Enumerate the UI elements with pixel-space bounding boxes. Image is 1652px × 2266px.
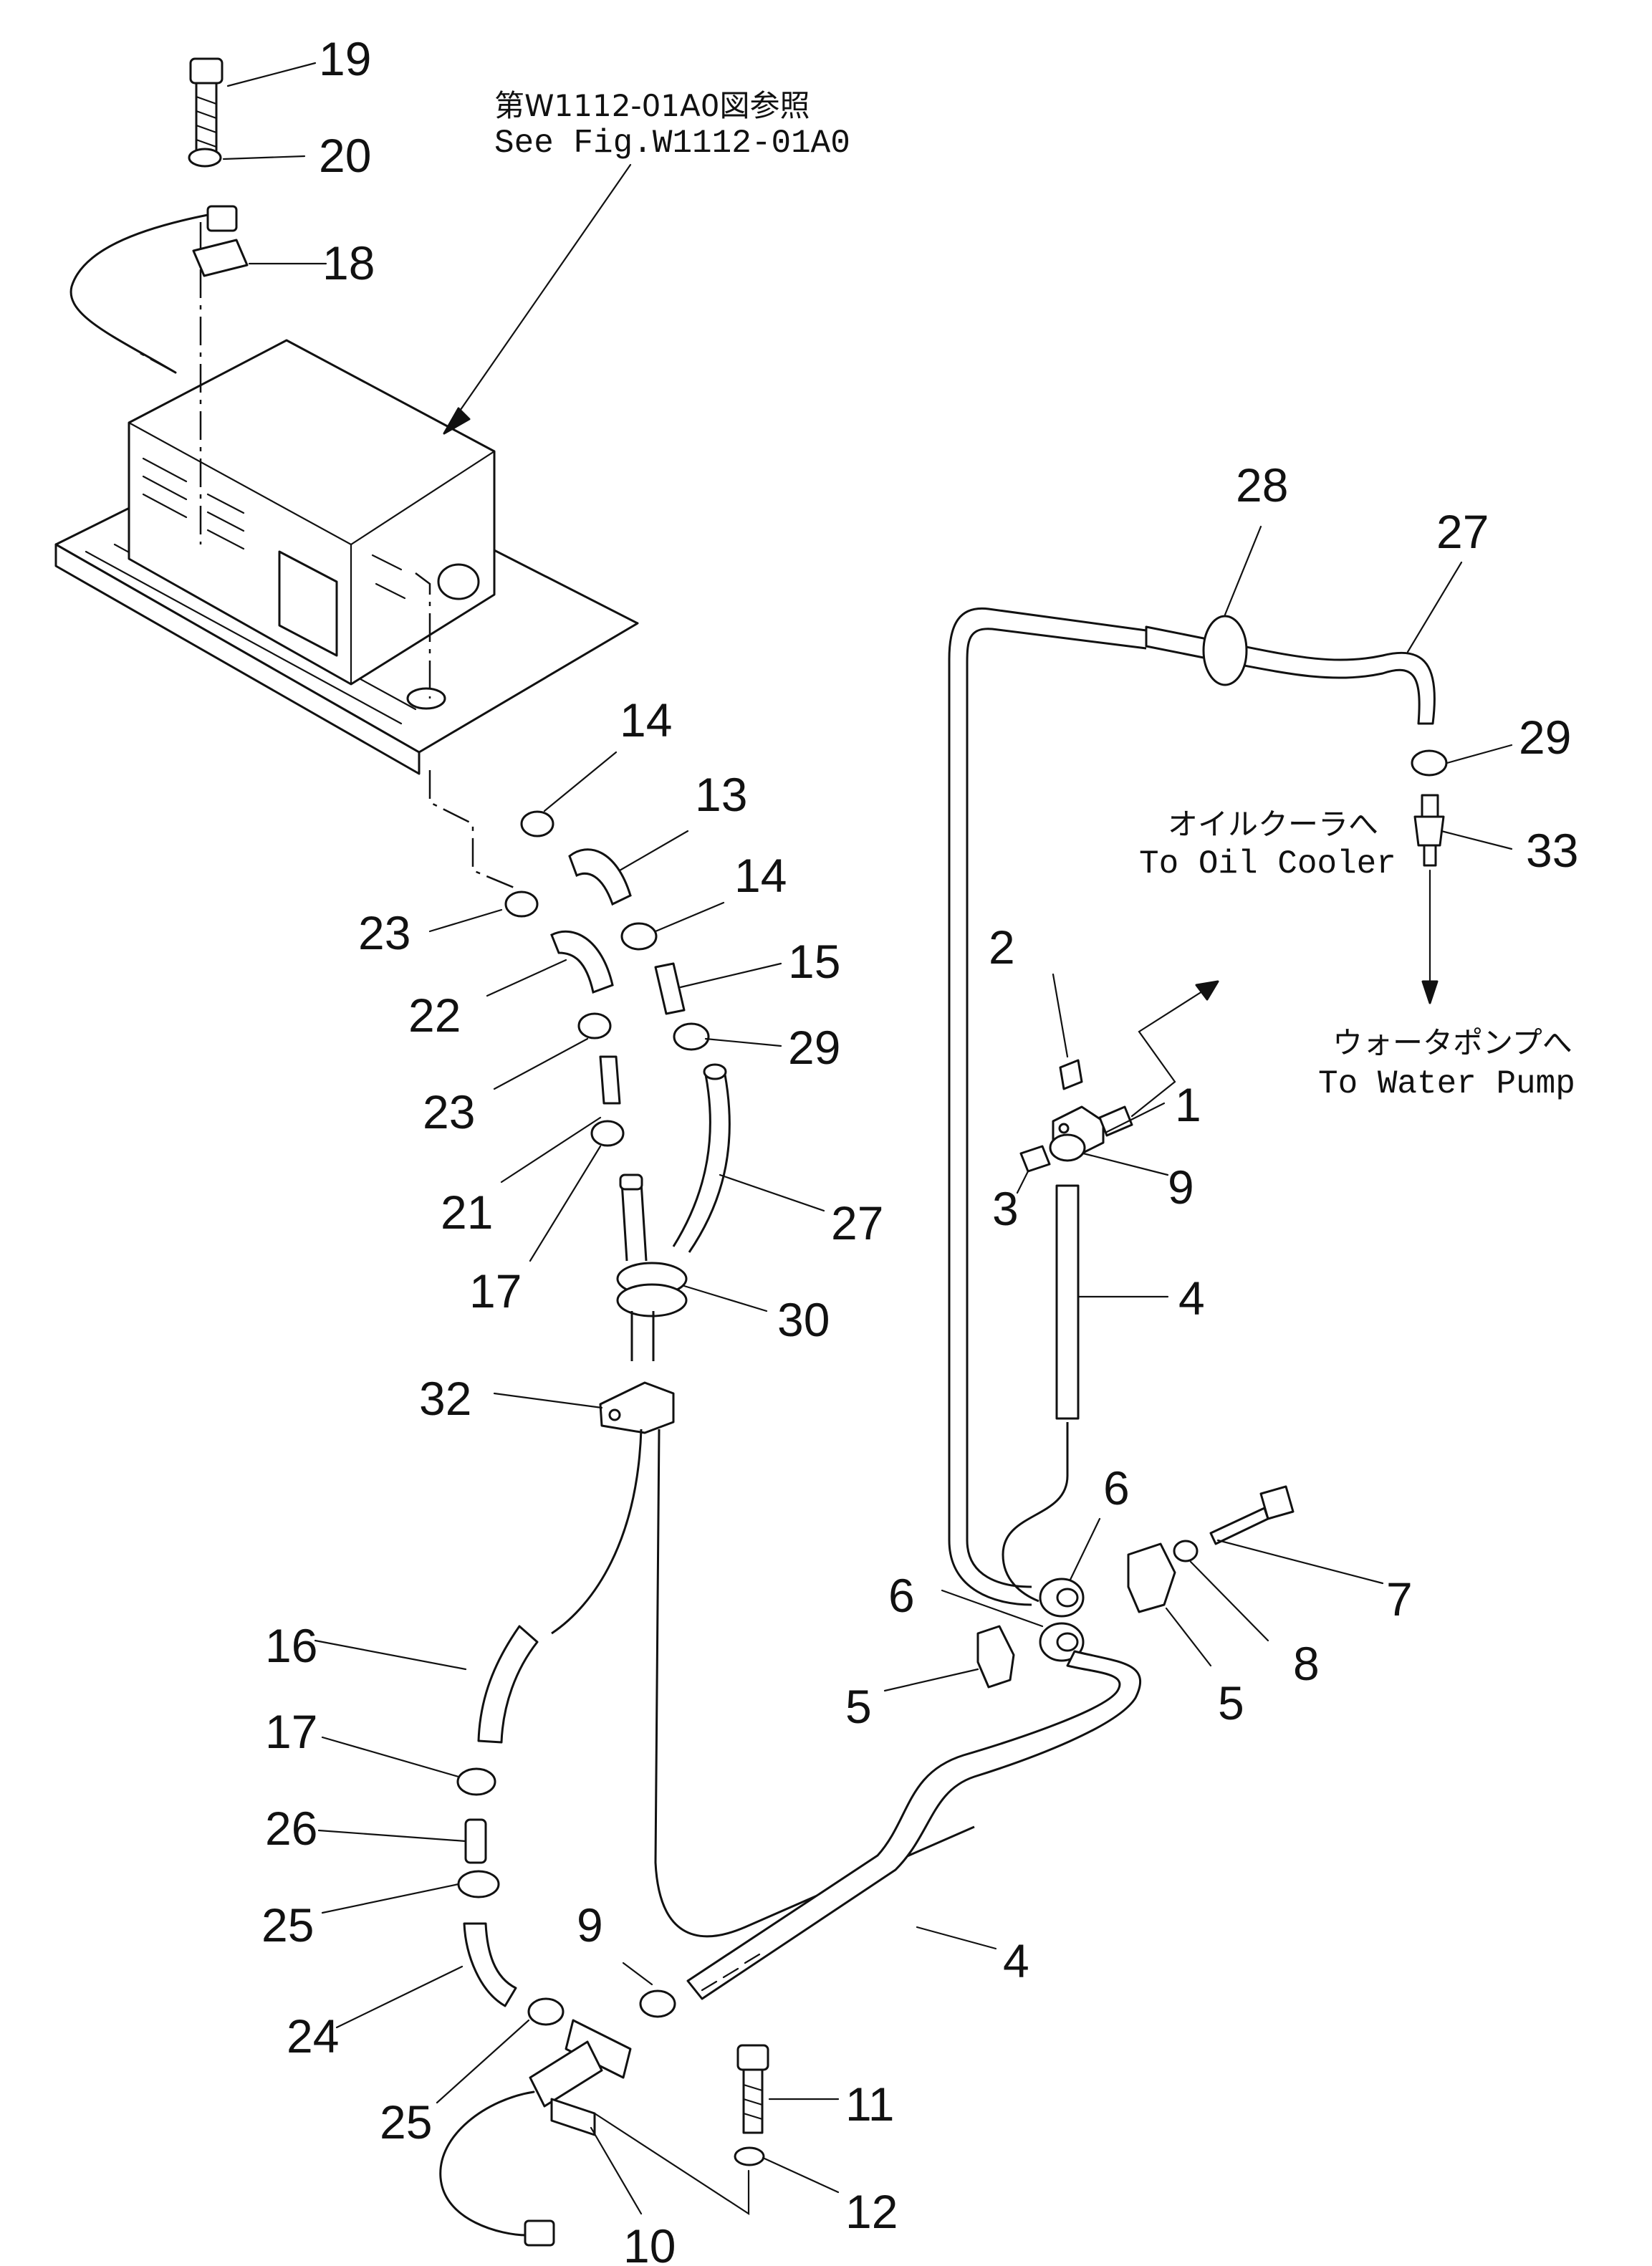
part-20-washer: [188, 148, 222, 168]
part-6-grommets: [1039, 1578, 1085, 1662]
part-17-clamp: [590, 1120, 625, 1147]
callout-1: 1: [1175, 1078, 1201, 1131]
callout-15: 15: [788, 935, 840, 988]
part-9-clamp: [1049, 1133, 1086, 1162]
water-pump-note-jp: ウォータポンプへ: [1332, 1025, 1572, 1060]
callout-9-a: 9: [1168, 1161, 1194, 1214]
callout-26: 26: [265, 1802, 317, 1855]
callout-numbers: 19 20 18 28 27 29 33 14 13 14 15 23 22 2…: [261, 32, 1578, 2266]
callout-14-b: 14: [734, 849, 787, 902]
part-28-clamp: [1202, 615, 1248, 686]
callout-7: 7: [1386, 1573, 1413, 1626]
callout-4-a: 4: [1178, 1272, 1205, 1325]
part-17-clamp-b: [456, 1767, 496, 1796]
callout-33: 33: [1526, 824, 1578, 877]
part-27-hose-lower: [672, 1074, 731, 1253]
part-13-hose: [568, 848, 632, 906]
part-32-clip: [599, 1381, 675, 1434]
callout-25-b: 25: [380, 2095, 432, 2149]
callout-3: 3: [992, 1182, 1019, 1235]
callout-6-a: 6: [1103, 1461, 1130, 1514]
part-25-clamp: [457, 1870, 500, 1898]
callout-19: 19: [319, 32, 371, 85]
part-5-clip-right: [1127, 1542, 1176, 1613]
part-4-hose-lower: [686, 1650, 1141, 2000]
part-29-clamp: [673, 1022, 710, 1051]
oil-cooler-note-jp: オイルクーラへ: [1168, 807, 1378, 842]
callout-14-a: 14: [620, 693, 672, 746]
callout-27-top: 27: [1436, 505, 1489, 558]
part-9-clamp-b: [639, 1989, 676, 2018]
callout-21: 21: [441, 1186, 493, 1239]
heater-unit: [54, 222, 639, 890]
part-19-bolt: [189, 57, 224, 156]
part-26-tube: [464, 1818, 487, 1864]
part-15-tube: [654, 962, 686, 1015]
part-27-hose-upper: [1145, 625, 1436, 725]
part-14-clamp: [520, 810, 554, 837]
callout-6-b: 6: [888, 1569, 915, 1622]
callout-10: 10: [623, 2219, 676, 2266]
callout-23-a: 23: [358, 906, 410, 959]
callout-17-b: 17: [265, 1705, 317, 1758]
callout-11: 11: [845, 2078, 895, 2131]
connector-lower: [524, 2219, 555, 2247]
part-24-hose: [463, 1922, 517, 2007]
part-7-bolt: [1209, 1485, 1295, 1545]
callout-27-mid: 27: [831, 1196, 883, 1249]
part-23-clamp: [504, 890, 539, 918]
part-23-clamp-b: [577, 1012, 612, 1040]
part-8-washer: [1173, 1540, 1199, 1562]
callout-24: 24: [287, 2010, 339, 2063]
wire-harness: [69, 213, 209, 374]
water-pump-note-en: To Water Pump: [1318, 1065, 1575, 1103]
callout-5-left: 5: [845, 1680, 872, 1733]
connector: [206, 205, 238, 232]
part-33-fitting: [1413, 794, 1445, 867]
callout-8: 8: [1293, 1637, 1320, 1690]
part-22-hose: [550, 930, 614, 994]
part-16-hose: [477, 1625, 539, 1744]
oil-cooler-note-en: To Oil Cooler: [1139, 845, 1396, 883]
leader-lines: [314, 525, 1513, 2215]
part-2-cap: [1059, 1059, 1083, 1090]
callout-17-a: 17: [469, 1264, 522, 1317]
part-11-bolt: [736, 2044, 769, 2134]
callout-13: 13: [695, 768, 747, 821]
see-fig-note-en: See Fig.W1112-01A0: [494, 125, 850, 162]
part-25-clamp-b: [527, 1997, 565, 2026]
part-10-valve: [529, 2019, 632, 2136]
part-3-plug: [1019, 1145, 1051, 1173]
callout-18: 18: [322, 236, 375, 289]
callout-23-b: 23: [423, 1085, 475, 1138]
part-14-clamp-b: [620, 922, 658, 951]
part-5-clip-left: [976, 1625, 1015, 1689]
callout-20: 20: [319, 129, 371, 182]
callout-12: 12: [845, 2185, 898, 2238]
part-4-hose-vertical: [1055, 1184, 1080, 1420]
callout-29-top: 29: [1519, 711, 1571, 764]
callout-25-a: 25: [261, 1898, 314, 1951]
part-18-clip: [192, 239, 249, 277]
callout-5-right: 5: [1218, 1676, 1244, 1729]
callout-16: 16: [265, 1619, 317, 1672]
callout-32: 32: [419, 1372, 471, 1425]
callout-4-b: 4: [1003, 1934, 1029, 1987]
callout-2: 2: [989, 921, 1015, 974]
callout-22: 22: [408, 989, 461, 1042]
callout-28: 28: [1236, 459, 1288, 512]
part-12-washer: [734, 2146, 765, 2166]
see-fig-note-jp: 第W1112-01A0図参照: [494, 88, 810, 123]
part-29-clamp-top: [1411, 749, 1448, 777]
callout-9-b: 9: [577, 1898, 603, 1951]
callout-29-mid: 29: [788, 1021, 840, 1074]
part-21-tube: [599, 1055, 621, 1105]
callout-30: 30: [777, 1293, 830, 1346]
